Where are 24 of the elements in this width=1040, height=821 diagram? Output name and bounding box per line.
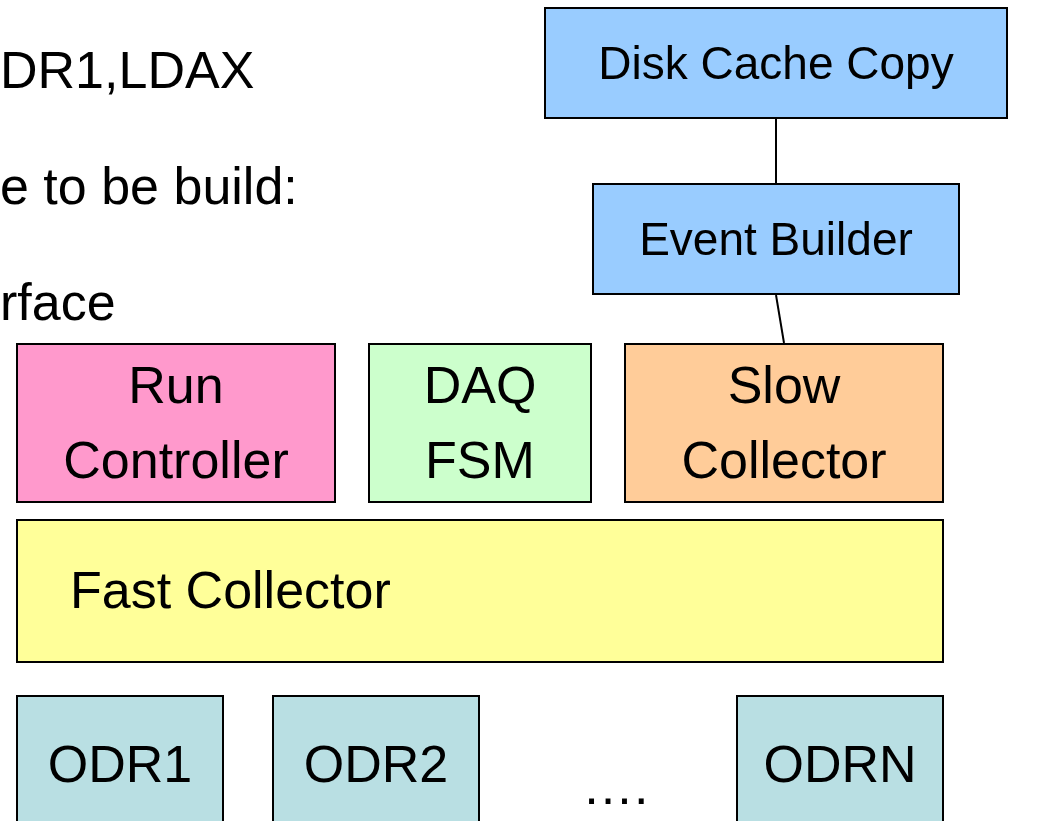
process-box <box>544 7 1008 119</box>
process-box <box>272 695 480 821</box>
ellipsis-text: …. <box>582 760 649 812</box>
node-label: Fast Collector <box>70 560 391 622</box>
node-label: Disk Cache Copy <box>598 35 954 91</box>
body-text: e to be build: <box>0 160 298 212</box>
node-label: Slow Collector <box>680 354 888 491</box>
process-box <box>736 695 944 821</box>
process-box <box>16 519 944 663</box>
process-box <box>592 183 960 295</box>
node-label: ODR1 <box>47 734 193 796</box>
connector-line <box>775 118 777 184</box>
body-text: DR1,LDAX <box>0 44 255 96</box>
process-box <box>16 695 224 821</box>
node-label: ODRN <box>763 734 917 796</box>
process-box <box>624 343 944 503</box>
node-label: DAQ FSM <box>422 354 538 491</box>
process-box <box>368 343 592 503</box>
process-box <box>16 343 336 503</box>
node-label: ODR2 <box>303 734 449 796</box>
body-text: rface <box>0 276 116 328</box>
node-label: Run Controller <box>62 354 290 491</box>
node-label: Event Builder <box>639 211 913 267</box>
connector-line <box>775 294 785 344</box>
